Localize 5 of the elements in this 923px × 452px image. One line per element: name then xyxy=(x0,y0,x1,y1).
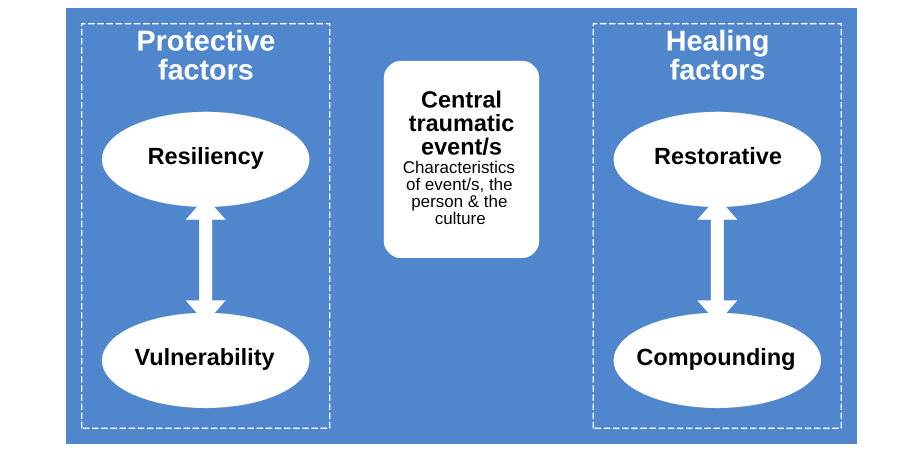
node-ellipse: Resiliency xyxy=(102,112,310,208)
node-ellipse: Compounding xyxy=(614,312,822,408)
node-box: Central traumatic event/s Characteristics of event/s, the person & the culture xyxy=(384,60,540,258)
node-ellipse: Vulnerability xyxy=(102,312,310,408)
node-ellipse: Restorative xyxy=(614,112,822,208)
